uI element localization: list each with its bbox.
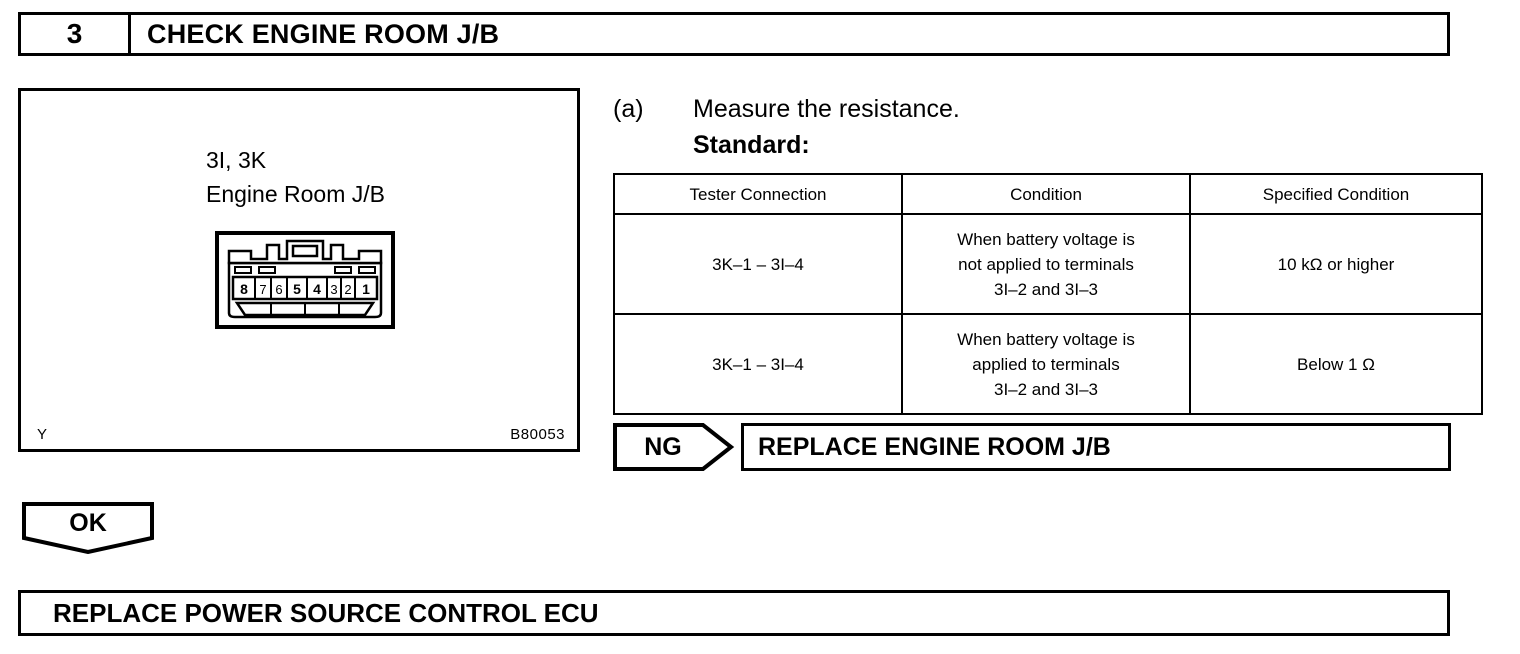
- column-header-condition: Condition: [901, 173, 1191, 215]
- table-row: 3K–1 – 3I–4 When battery voltage is appl…: [613, 313, 1483, 415]
- illustration-orientation-marker: Y: [37, 426, 48, 443]
- condition-line: When battery voltage is: [957, 229, 1135, 249]
- column-header-specified-condition: Specified Condition: [1189, 173, 1483, 215]
- terminal-number-5: 5: [293, 281, 301, 297]
- terminal-number-6: 6: [275, 282, 282, 297]
- table-row: 3K–1 – 3I–4 When battery voltage is not …: [613, 213, 1483, 315]
- procedure-marker: (a): [613, 95, 644, 123]
- procedure-text: Measure the resistance.: [693, 95, 960, 123]
- step-number: 3: [21, 15, 131, 53]
- ng-result-row: NG REPLACE ENGINE ROOM J/B: [613, 423, 1451, 471]
- cell-condition: When battery voltage is not applied to t…: [901, 213, 1191, 315]
- ng-label: NG: [644, 432, 682, 461]
- terminal-number-4: 4: [313, 281, 321, 297]
- condition-line: When battery voltage is: [957, 329, 1135, 349]
- cell-tester-connection: 3K–1 – 3I–4: [613, 213, 903, 315]
- terminal-number-1: 1: [362, 281, 370, 297]
- connector-label: 3I, 3K Engine Room J/B: [206, 143, 385, 211]
- step-title: CHECK ENGINE ROOM J/B: [147, 18, 500, 49]
- ok-arrow-tag: OK: [22, 502, 154, 554]
- illustration-figure-code: B80053: [510, 426, 565, 443]
- cell-specified-condition: 10 kΩ or higher: [1189, 213, 1483, 315]
- procedure-block: (a) Measure the resistance. Standard:: [613, 90, 1453, 162]
- condition-line: 3I–2 and 3I–3: [994, 379, 1098, 399]
- step-header: 3 CHECK ENGINE ROOM J/B: [18, 12, 1450, 56]
- condition-line: not applied to terminals: [958, 254, 1134, 274]
- ok-label: OK: [69, 508, 107, 537]
- terminal-number-3: 3: [330, 282, 337, 297]
- final-action-banner: REPLACE POWER SOURCE CONTROL ECU: [18, 590, 1450, 636]
- cell-condition: When battery voltage is applied to termi…: [901, 313, 1191, 415]
- condition-line: applied to terminals: [972, 354, 1120, 374]
- standard-label: Standard:: [693, 131, 810, 159]
- connector-label-line1: 3I, 3K: [206, 147, 267, 173]
- table-header-row: Tester Connection Condition Specified Co…: [613, 173, 1483, 215]
- connector-label-line2: Engine Room J/B: [206, 181, 385, 207]
- connector-diagram: 8 7 6 5 4 3 2 1: [215, 231, 395, 329]
- terminal-number-2: 2: [344, 282, 351, 297]
- column-header-tester-connection: Tester Connection: [613, 173, 903, 215]
- illustration-panel: 3I, 3K Engine Room J/B: [18, 88, 580, 452]
- terminal-number-8: 8: [240, 281, 248, 297]
- cell-tester-connection: 3K–1 – 3I–4: [613, 313, 903, 415]
- terminal-number-7: 7: [259, 282, 266, 297]
- cell-specified-condition: Below 1 Ω: [1189, 313, 1483, 415]
- procedure-line: (a) Measure the resistance.: [613, 90, 1453, 128]
- ng-arrow-tag: NG: [613, 423, 737, 471]
- condition-line: 3I–2 and 3I–3: [994, 279, 1098, 299]
- ng-action-banner: REPLACE ENGINE ROOM J/B: [741, 423, 1451, 471]
- specification-table: Tester Connection Condition Specified Co…: [613, 173, 1483, 415]
